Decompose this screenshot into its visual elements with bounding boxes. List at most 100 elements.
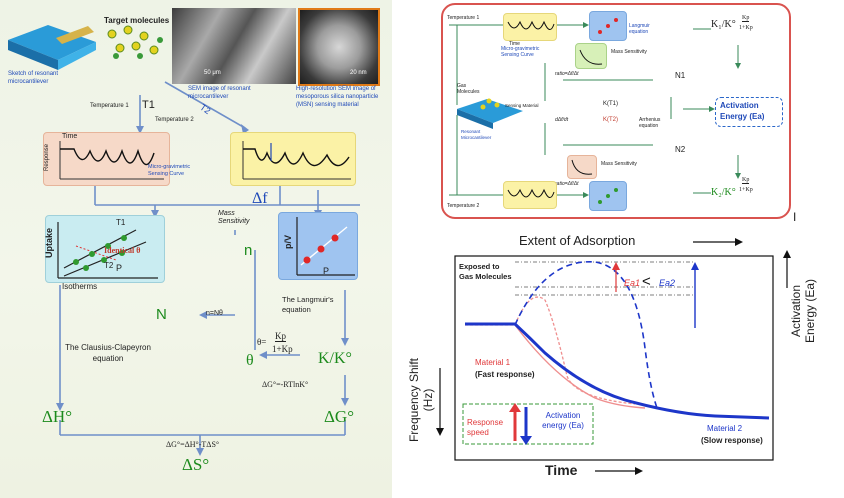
p-over-v-label: p/V <box>283 234 293 249</box>
rt-kp-num-2: Kp <box>742 177 750 184</box>
kp-denominator: 1+Kp <box>272 344 293 354</box>
rt-k-ratio-2: K₂/K° <box>711 187 736 198</box>
temperature2-label: Temperature 2 <box>155 117 194 123</box>
rt-gas-molecules: Gas Molecules <box>457 83 480 95</box>
slow-response-label: (Slow response) <box>701 436 763 445</box>
frequency-shift-svg <box>436 238 791 475</box>
clausius-label: The Clausius-Clapeyron equation <box>65 343 151 363</box>
dg-equation: ΔG°=-RTlnK° <box>262 380 309 389</box>
delta-s-label: ΔS° <box>182 455 210 474</box>
rt-temperature2: Temperature 2 <box>447 203 480 209</box>
isotherm-box: Uptake T1 T2 Identical θ <box>44 215 165 283</box>
t2-iso-label: T2 <box>104 261 114 270</box>
rt-curve-box-2 <box>503 181 557 209</box>
langmuir-plot-box: p/V P <box>278 212 358 280</box>
rt-k-ratio-1: K₁/K° <box>711 19 736 30</box>
n-equation: n=Nθ <box>206 310 223 317</box>
fast-response-label: (Fast response) <box>475 370 535 379</box>
langmuir-plot <box>296 217 355 276</box>
rt-curve-2 <box>507 188 555 198</box>
rt-langmuir-box-2 <box>589 181 627 211</box>
frequency-shift-plot: Extent of Adsorption Exposed to Gas Mole… <box>395 228 844 498</box>
material2-label: Material 2 <box>707 424 743 433</box>
langmuir-eq-label: The Langmuir's equation <box>282 295 334 314</box>
theta-label: θ <box>246 352 254 369</box>
hr-sem-caption: High-resolution SEM image of mesoporous … <box>296 86 379 108</box>
identical-theta-label: Identical θ <box>104 246 141 255</box>
response-curve-2 <box>242 141 351 180</box>
flow-connector-lines <box>449 22 741 198</box>
rt-curve-1 <box>507 20 555 30</box>
rt-kp-den-2: 1+Kp <box>739 187 753 193</box>
delta-f-label: Δf <box>252 190 268 207</box>
exposed-label: Exposed to Gas Molecules <box>459 262 512 281</box>
rt-kt1-label: K(T1) <box>603 101 618 107</box>
response-speed-label: Response speed <box>467 418 504 437</box>
big-n-label: N <box>156 306 167 323</box>
response-axis-label: Response <box>44 143 50 171</box>
activation-energy-axis-label: Activation Energy (Ea) <box>789 278 817 344</box>
sem-caption: SEM image of resonant microcantilever <box>188 86 251 100</box>
rt-resonant-label: Resonant Microcantilever <box>461 129 492 140</box>
rt-mass-sensitivity-2: Mass Sensitivity <box>601 161 637 167</box>
activation-energy-legend-label: Activation energy (Ea) <box>542 411 584 430</box>
rt-langmuir-plot-2 <box>598 188 618 204</box>
ea2-label: Ea2 <box>659 278 676 288</box>
activation-energy-flow-panel: Temperature 1 Time Micro-gravimetric Sen… <box>441 3 791 219</box>
rt-mass-plot-2 <box>571 159 593 175</box>
less-than-label: < <box>642 273 651 290</box>
response-curve-box-2 <box>230 132 356 186</box>
corner-mark: I <box>793 210 797 224</box>
rt-time-label: Time <box>509 41 520 47</box>
mass-sensitivity-label: Mass Sensitivity <box>218 210 250 225</box>
t1-iso-label: T1 <box>116 218 126 227</box>
rt-kt2-label: K(T2) <box>603 117 618 123</box>
delta-h-label: ΔH° <box>42 407 73 426</box>
rt-kp-num-1: Kp <box>742 15 750 22</box>
rt-n2-label: N2 <box>675 145 686 154</box>
ds-equation: ΔG°=ΔH°-TΔS° <box>166 440 220 449</box>
hr-scale-label: 20 nm <box>350 70 367 76</box>
isotherms-label: Isotherms <box>62 282 98 291</box>
p-axis-label: P <box>323 266 330 276</box>
rt-mass-box-2 <box>567 155 597 179</box>
rt-sensing-material: Sensing Material <box>505 103 539 108</box>
rt-mass-plot-1 <box>579 49 603 65</box>
time-axis-label: Time <box>545 462 578 478</box>
left-connector-lines <box>56 81 360 456</box>
isotherm-plot <box>57 222 158 279</box>
rt-ratio-mid: dΔf/dt <box>555 117 569 123</box>
delta-g-label: ΔG° <box>324 407 355 426</box>
t1-label: T1 <box>142 99 155 111</box>
cantilever-sketch <box>8 25 96 70</box>
rt-activation-box: Activation Energy (Ea) <box>715 97 783 127</box>
frequency-shift-axis-label: Frequency Shift (Hz) <box>407 357 435 443</box>
ea1-label: Ea1 <box>624 278 641 288</box>
rt-ratio-top: ratio=Δf/Δt <box>555 71 579 77</box>
rt-langmuir-box-1 <box>589 11 627 41</box>
p-label: P <box>116 263 123 273</box>
rt-curve-box-1 <box>503 13 557 41</box>
temperature1-label: Temperature 1 <box>90 103 129 109</box>
target-molecules-drawing <box>107 25 163 59</box>
sketch-caption: Sketch of resonant microcantilever <box>8 71 59 85</box>
response-curve-1 <box>59 141 164 180</box>
time-label-1: Time <box>62 133 78 140</box>
rt-micro-curve-label: Micro-gravimetric Sensing Curve <box>501 46 540 58</box>
sem-scale-label: 50 μm <box>204 70 221 76</box>
hr-sem-image: 20 nm <box>298 8 380 86</box>
target-molecules-label: Target molecules <box>104 16 170 25</box>
rt-temperature1: Temperature 1 <box>447 15 480 21</box>
sem-image: 50 μm <box>172 8 296 84</box>
kp-numerator: Kp <box>275 331 286 342</box>
theta-eq-label: θ= <box>257 337 267 347</box>
uptake-label: Uptake <box>44 227 54 258</box>
material1-label: Material 1 <box>475 358 511 367</box>
rt-cantilever <box>457 98 523 129</box>
left-schematic-panel: Target molecules Sketch of resonant micr… <box>0 0 392 498</box>
rt-n1-label: N1 <box>675 71 686 80</box>
response-curve-box-1: Time Response <box>43 132 170 186</box>
rt-kp-den-1: 1+Kp <box>739 25 753 31</box>
rt-ratio-bottom: ratio=Δf/Δt <box>555 181 579 187</box>
rt-activation-label: Activation Energy (Ea) <box>720 101 765 121</box>
